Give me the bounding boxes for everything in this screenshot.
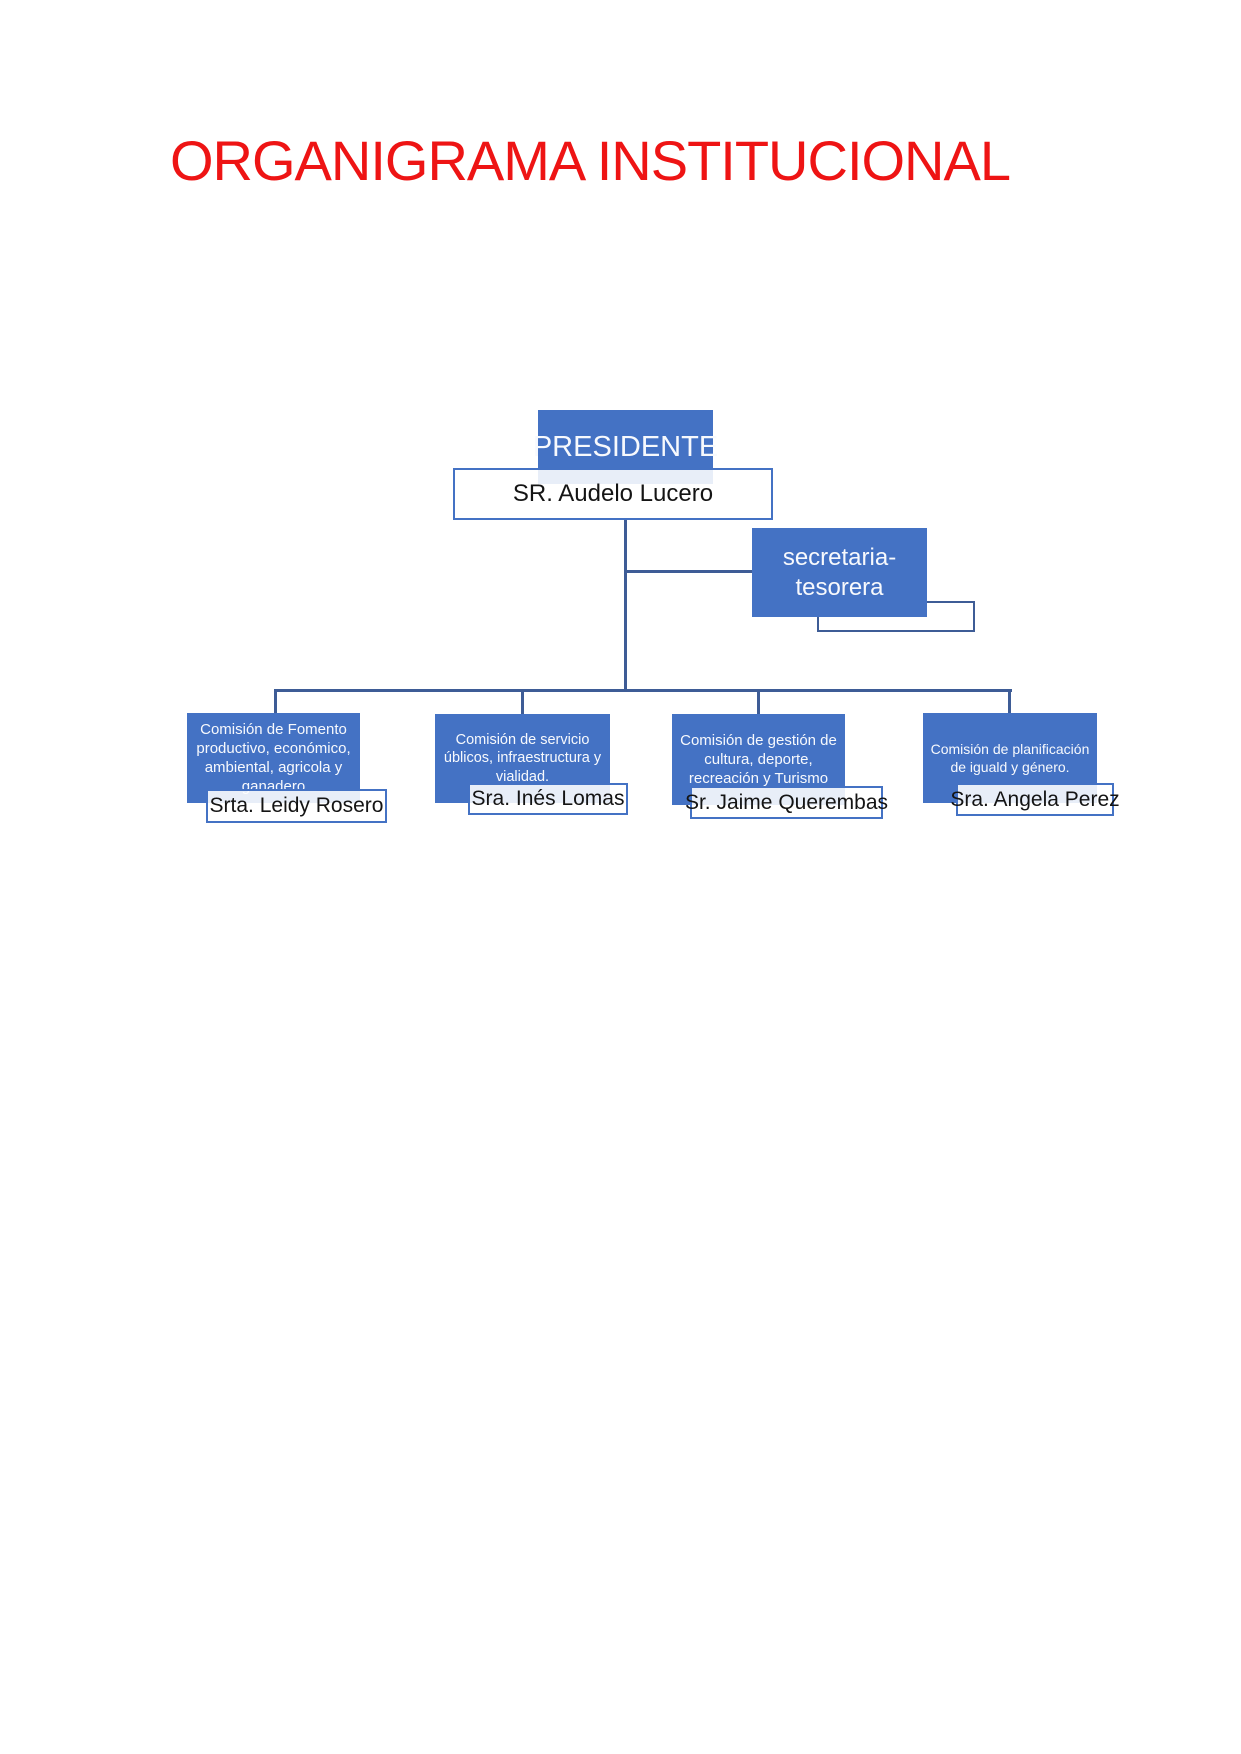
commission-member-servicios: Sra. Inés Lomas — [468, 783, 628, 815]
connector-drop-commission-3 — [757, 689, 760, 715]
connector-president-vertical — [624, 518, 627, 692]
commission-member-planificacion: Sra. Angela Perez — [950, 783, 1120, 816]
president-name-box: SR. Audelo Lucero — [453, 468, 773, 520]
connector-drop-commission-4 — [1008, 689, 1011, 714]
connector-drop-commission-1 — [274, 689, 277, 714]
connector-secretary-horizontal — [626, 570, 752, 573]
connector-drop-commission-2 — [521, 689, 524, 715]
commission-member-cultura: Sr. Jaime Querembas — [685, 786, 888, 819]
secretary-role-box: secretaria-tesorera — [752, 528, 927, 617]
commission-member-fomento: Srta. Leidy Rosero — [206, 789, 387, 823]
connector-distribution-horizontal — [274, 689, 1012, 692]
page-title: ORGANIGRAMA INSTITUCIONAL — [170, 129, 1011, 192]
commission-box-fomento: Comisión de Fomento productivo, económic… — [187, 713, 360, 803]
